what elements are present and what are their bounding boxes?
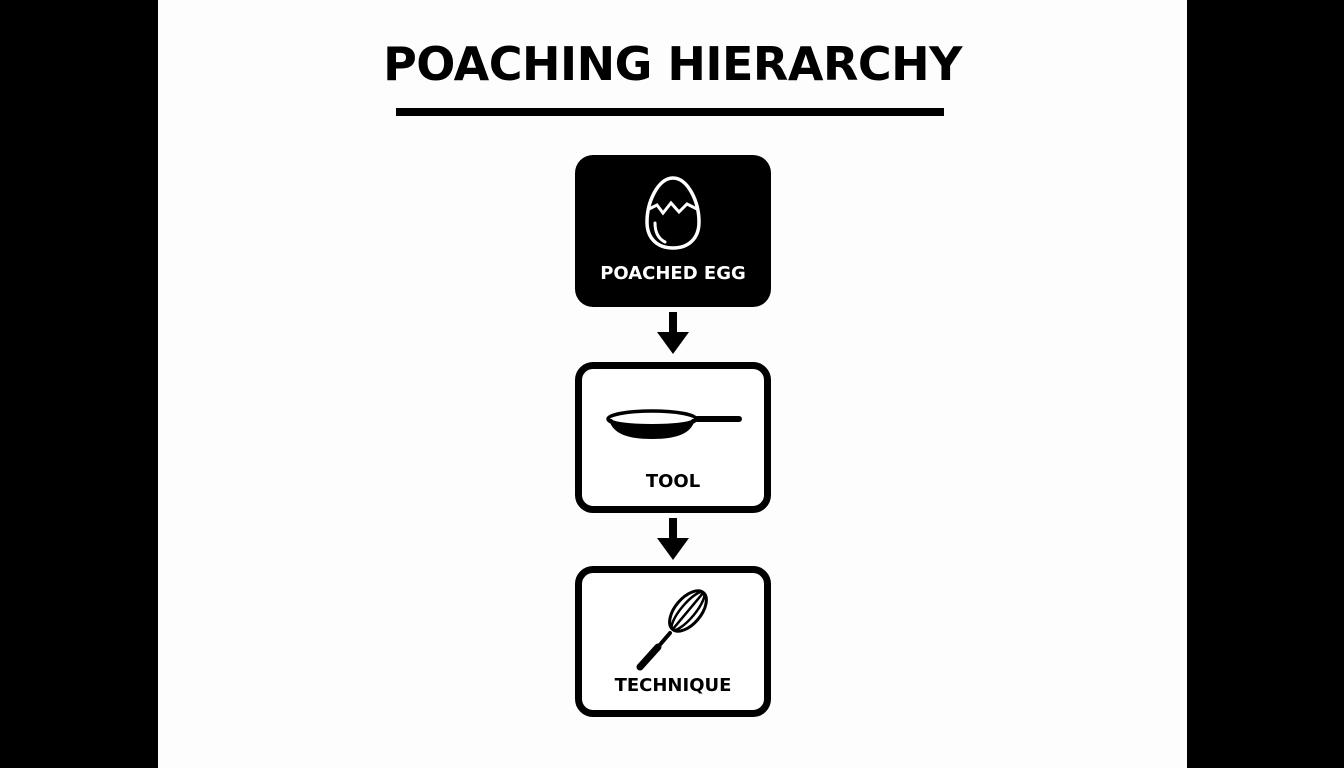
diagram-title: POACHING HIERARCHY	[383, 37, 962, 91]
node-tool: TOOL	[575, 362, 771, 513]
down-arrow-icon	[657, 312, 689, 354]
down-arrow-icon	[657, 518, 689, 560]
whisk-icon	[636, 589, 708, 671]
title-underline	[396, 108, 944, 116]
node-poached-egg: POACHED EGG	[575, 155, 771, 307]
node-label: TOOL	[645, 471, 701, 492]
diagram-canvas: POACHING HIERARCHY POACHED EGG TOOL	[158, 0, 1187, 768]
node-label: POACHED EGG	[600, 263, 746, 284]
frying-pan-icon	[606, 409, 742, 439]
egg-icon	[645, 176, 701, 250]
node-label: TECHNIQUE	[614, 675, 732, 696]
node-technique: TECHNIQUE	[575, 566, 771, 717]
